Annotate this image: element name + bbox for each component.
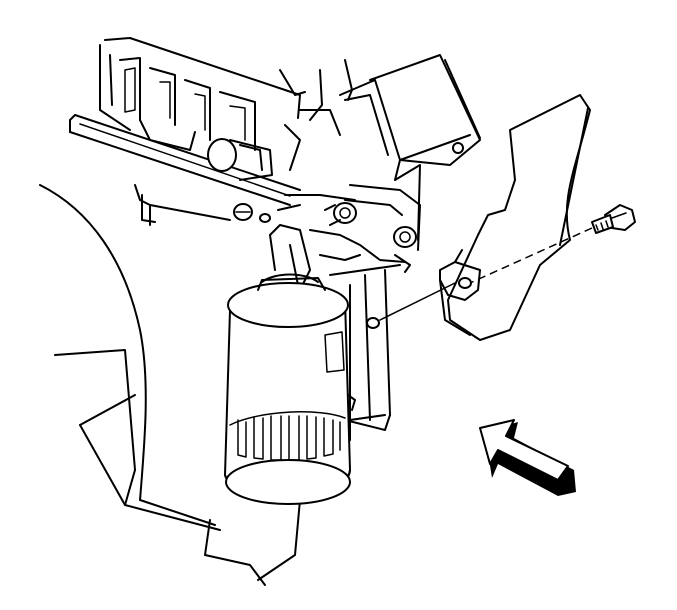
- fitting-upper: [324, 202, 357, 226]
- heat-shield-bracket: [439, 94, 591, 341]
- fitting-right: [393, 226, 417, 273]
- filter-flutes: [229, 411, 346, 461]
- bolt-alignment-line-2: [379, 282, 456, 321]
- fitting-left: [233, 203, 271, 223]
- engine-block: [69, 37, 481, 241]
- oil-filter: [224, 273, 351, 505]
- mounting-bolt: [591, 204, 636, 234]
- fender-outline: [39, 184, 301, 586]
- oil-filter-adapter: [233, 184, 421, 446]
- view-direction-arrow: [479, 419, 576, 496]
- bolt-alignment-line: [469, 227, 593, 284]
